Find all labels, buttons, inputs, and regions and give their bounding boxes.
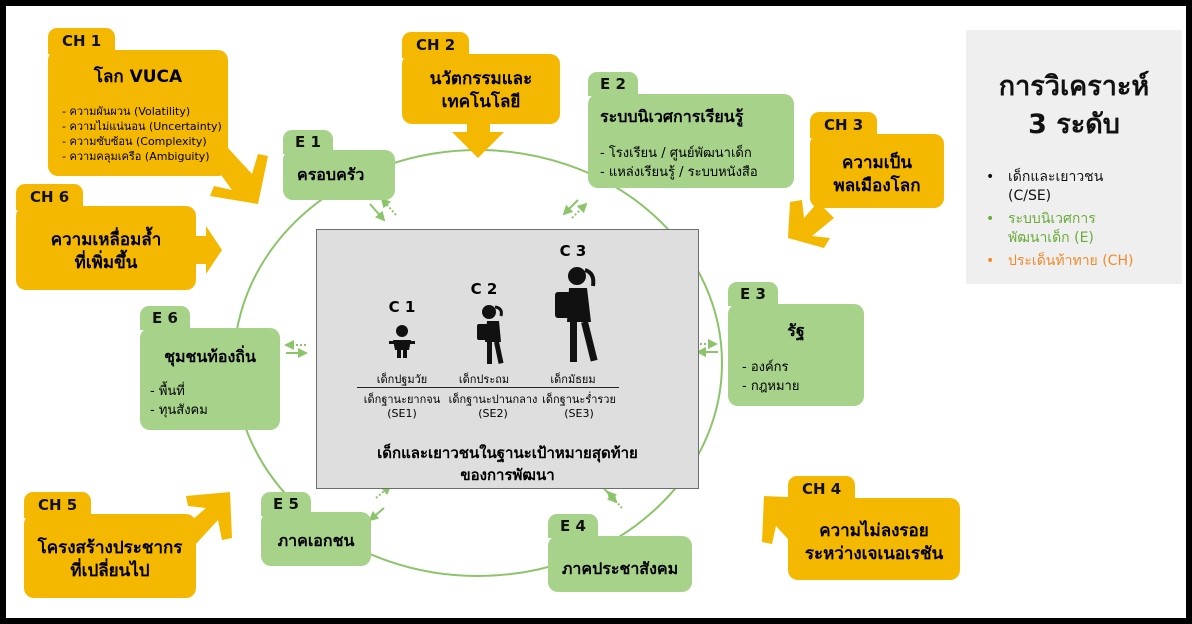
e1-center-arrows — [369, 197, 397, 222]
challenge-ch3: CH 3 ความเป็น พลเมืองโลก — [810, 112, 944, 208]
c1-code: C 1 — [388, 298, 416, 316]
divider-line — [357, 387, 619, 388]
legend-item-challenge: • ประเด็นท้าทาย (CH) — [986, 252, 1168, 271]
bullet-icon: • — [986, 169, 995, 185]
e6-item: - พื้นที่ — [150, 384, 185, 399]
ecosystem-e1: E 1 ครอบครัว — [283, 130, 395, 200]
ch2-arrow — [452, 121, 504, 158]
legend-item-ecosystem: • ระบบนิเวศการ พัฒนาเด็ก (E) — [986, 210, 1168, 248]
toddler-icon — [389, 325, 415, 358]
se3-label: เด็กฐานะร่ำรวย (SE3) — [542, 393, 616, 420]
ch6-code: CH 6 — [16, 184, 84, 210]
ch3-arrow — [788, 200, 834, 248]
e4-title: ภาคประชาสังคม — [561, 559, 679, 578]
e4-code: E 4 — [548, 514, 598, 538]
e3-center-arrows — [696, 339, 718, 357]
teen-student-icon — [555, 267, 598, 362]
e2-title: ระบบนิเวศการเรียนรู้ — [600, 107, 744, 126]
ch2-code: CH 2 — [402, 32, 470, 58]
bullet-icon: • — [986, 211, 995, 227]
legend-item-text: ระบบนิเวศการ พัฒนาเด็ก (E) — [1008, 211, 1096, 246]
ch1-item: - ความผันผวน (Volatility) — [62, 105, 191, 118]
e6-code: E 6 — [140, 306, 190, 330]
ch5-code: CH 5 — [24, 492, 92, 518]
legend-title: การวิเคราะห์ 3 ระดับ — [998, 71, 1150, 140]
e5-code: E 5 — [261, 492, 311, 516]
e2-item: - โรงเรียน / ศูนย์พัฒนาเด็ก — [600, 146, 752, 161]
e2-code: E 2 — [588, 72, 638, 96]
ecosystem-e3: E 3 รัฐ - องค์กร - กฎหมาย — [728, 282, 864, 406]
ch1-item: - ความซับซ้อน (Complexity) — [62, 135, 207, 148]
legend-item-text: เด็กและเยาวชน (C/SE) — [1008, 169, 1104, 204]
e3-item: - องค์กร — [742, 360, 789, 375]
ecosystem-e5: E 5 ภาคเอกชน — [261, 492, 371, 566]
e5-center-arrows — [368, 484, 392, 522]
legend-panel: การวิเคราะห์ 3 ระดับ • เด็กและเยาวชน (C/… — [966, 30, 1182, 284]
e2-item: - แหล่งเรียนรู้ / ระบบหนังสือ — [600, 165, 758, 180]
ch1-item: - ความคลุมเครือ (Ambiguity) — [62, 150, 210, 163]
c3-code: C 3 — [559, 242, 587, 260]
ch6-arrow — [196, 226, 222, 274]
challenge-ch2: CH 2 นวัตกรรมและ เทคโนโลยี — [402, 32, 560, 124]
bullet-icon: • — [986, 253, 995, 269]
challenge-ch5: CH 5 โครงสร้างประชากร ที่เปลี่ยนไป — [24, 492, 196, 598]
ch2-title: นวัตกรรมและ เทคโนโลยี — [429, 69, 533, 112]
ch1-item: - ความไม่แน่นอน (Uncertainty) — [62, 120, 222, 133]
center-panel: C 1 เด็กปฐมวัย C 2 เด็กประถม C 3 — [316, 229, 699, 489]
c2-label: เด็กประถม — [458, 373, 510, 386]
ch6-title: ความเหลื่อมล้ำ ที่เพิ่มขึ้น — [50, 230, 162, 273]
e6-items: - พื้นที่ - ทุนสังคม — [150, 382, 208, 420]
ch1-title: โลก VUCA — [93, 67, 183, 87]
e6-center-arrows — [284, 340, 308, 358]
ecosystem-e4: E 4 ภาคประชาสังคม — [548, 514, 692, 592]
ch3-title: ความเป็น พลเมืองโลก — [833, 153, 921, 196]
diagram-canvas: CH 1 โลก VUCA - ความผันผวน (Volatility) … — [6, 6, 1186, 618]
e6-title: ชุมชนท้องถิ่น — [164, 347, 256, 366]
se1-label: เด็กฐานะยากจน (SE1) — [363, 393, 441, 420]
legend-item-children: • เด็กและเยาวชน (C/SE) — [986, 168, 1168, 206]
ch5-title: โครงสร้างประชากร ที่เปลี่ยนไป — [37, 538, 183, 581]
ch1-items: - ความผันผวน (Volatility) - ความไม่แน่นอ… — [62, 104, 232, 164]
center-caption: เด็กและเยาวชนในฐานะเป้าหมายสุดท้าย ของกา… — [377, 444, 638, 484]
e3-code: E 3 — [728, 282, 778, 306]
e3-item: - กฎหมาย — [742, 379, 800, 394]
schoolchild-icon — [477, 305, 504, 364]
ch4-title: ความไม่ลงรอย ระหว่างเจเนอเรชัน — [804, 521, 944, 564]
se2-label: เด็กฐานะปานกลาง (SE2) — [448, 393, 538, 420]
challenge-ch4: CH 4 ความไม่ลงรอย ระหว่างเจเนอเรชัน — [788, 476, 960, 580]
challenge-ch1: CH 1 โลก VUCA - ความผันผวน (Volatility) … — [48, 28, 228, 178]
c3-label: เด็กมัธยม — [550, 373, 596, 386]
challenge-ch6: CH 6 ความเหลื่อมล้ำ ที่เพิ่มขึ้น — [16, 184, 196, 290]
e1-code: E 1 — [283, 130, 333, 154]
e1-title: ครอบครัว — [297, 165, 365, 184]
e2-center-arrows — [562, 199, 588, 219]
ecosystem-e2: E 2 ระบบนิเวศการเรียนรู้ - โรงเรียน / ศู… — [588, 72, 794, 188]
c2-code: C 2 — [470, 280, 498, 298]
ch3-code: CH 3 — [810, 112, 878, 138]
e6-item: - ทุนสังคม — [150, 403, 208, 418]
e4-center-arrows — [601, 485, 623, 509]
e5-title: ภาคเอกชน — [277, 531, 355, 550]
ch4-code: CH 4 — [788, 476, 856, 502]
e2-items: - โรงเรียน / ศูนย์พัฒนาเด็ก - แหล่งเรียน… — [600, 144, 758, 182]
e3-items: - องค์กร - กฎหมาย — [742, 358, 799, 396]
ecosystem-e6: E 6 ชุมชนท้องถิ่น - พื้นที่ - ทุนสังคม — [140, 306, 280, 430]
legend-item-text: ประเด็นท้าทาย (CH) — [1008, 253, 1134, 269]
ch1-code: CH 1 — [48, 28, 116, 54]
e3-title: รัฐ — [787, 321, 805, 340]
c1-label: เด็กปฐมวัย — [376, 373, 428, 386]
